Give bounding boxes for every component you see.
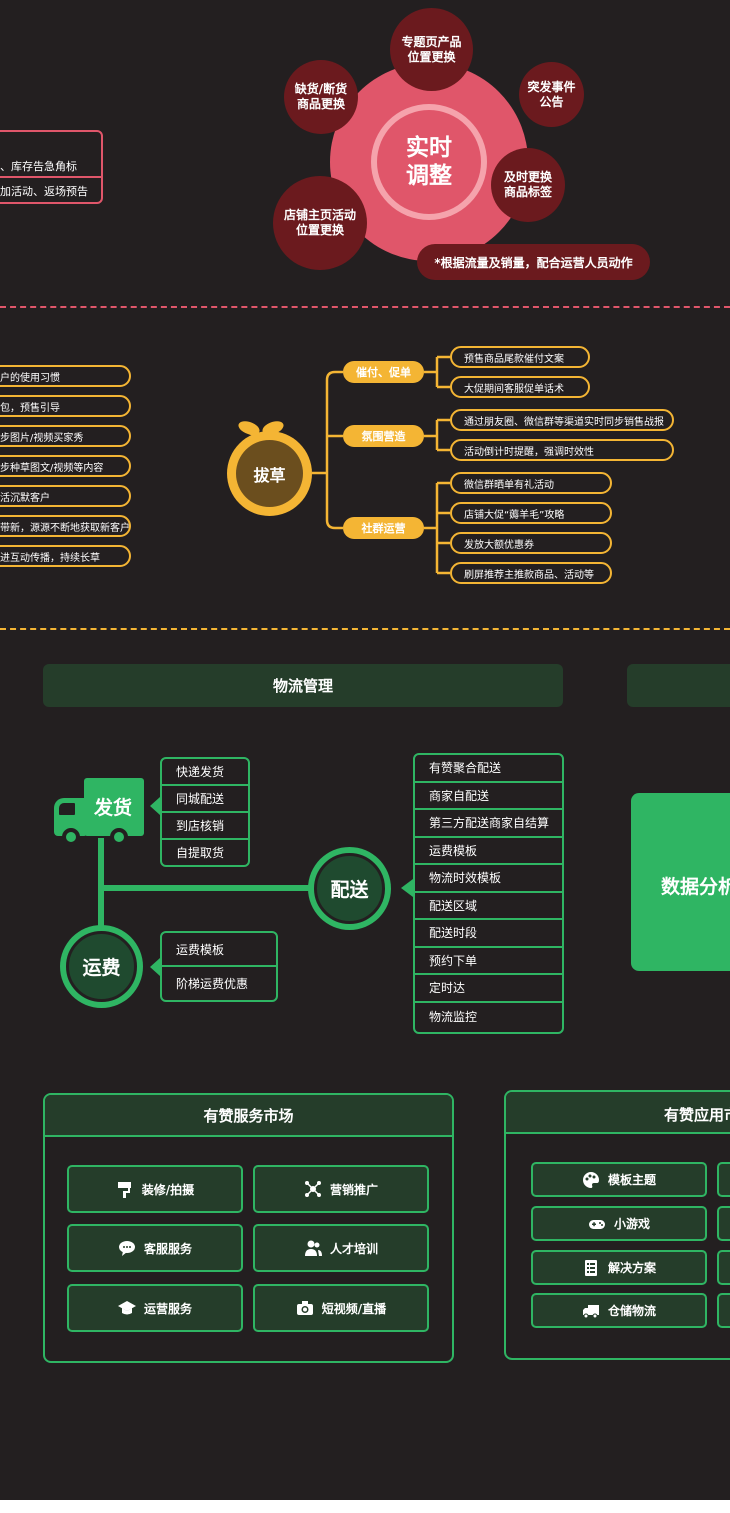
delivery-item: 预约下单 (415, 948, 562, 975)
fee-item: 运费模板 (162, 933, 276, 967)
realtime-note: *根据流量及销量，配合运营人员动作 (417, 244, 650, 280)
bubble-product-tags: 及时更换 商品标签 (491, 148, 565, 222)
service-market-panel: 有赞服务市场 (43, 1093, 454, 1363)
app-button-partial[interactable] (717, 1293, 730, 1328)
delivery-item: 配送区域 (415, 893, 562, 920)
graduation-cap-icon (117, 1299, 136, 1317)
delivery-item: 配送时段 (415, 920, 562, 948)
detail-pill: 通过朋友圈、微信群等渠道实时同步销售战报 (450, 409, 674, 431)
delivery-item: 定时达 (415, 975, 562, 1003)
delivery-item: 商家自配送 (415, 783, 562, 810)
network-icon (304, 1180, 322, 1198)
app-button-partial[interactable] (717, 1162, 730, 1197)
service-training-button[interactable]: 人才培训 (253, 1224, 429, 1272)
left-box-item: 、库存告急角标 (0, 160, 77, 173)
delivery-item: 物流监控 (429, 1009, 478, 1024)
detail-pill: 发放大额优惠券 (450, 532, 612, 554)
left-pill: 步图片/视频买家秀 (0, 425, 131, 447)
detail-pill: 活动倒计时提醒，强调时效性 (450, 439, 674, 461)
ship-label: 发货 (93, 796, 132, 819)
service-operation-button[interactable]: 运营服务 (67, 1284, 243, 1332)
palette-icon (582, 1171, 600, 1189)
category-pill: 社群运营 (343, 517, 424, 539)
category-pill: 氛围营造 (343, 425, 424, 447)
app-label: 解决方案 (607, 1261, 656, 1275)
fee-list: 运费模板 阶梯运费优惠 (160, 931, 278, 1002)
ship-item: 快递发货 (162, 759, 248, 786)
left-pill: 步种草图文/视频等内容 (0, 455, 131, 477)
divider-red (0, 306, 730, 308)
app-solution-button[interactable]: 解决方案 (531, 1250, 707, 1285)
delivery-label: 配送 (314, 853, 385, 924)
service-video-button[interactable]: 短视频/直播 (253, 1284, 429, 1332)
app-button-partial[interactable] (717, 1250, 730, 1285)
app-button-partial[interactable] (717, 1206, 730, 1241)
paint-roller-icon (116, 1180, 134, 1198)
list-icon (582, 1259, 600, 1277)
app-market-panel: 有赞应用市场 (504, 1090, 730, 1360)
bubble-store-home: 店铺主页活动 位置更换 (273, 176, 367, 270)
delivery-item: 物流时效模板 (415, 865, 562, 893)
camera-icon (296, 1299, 314, 1317)
app-label: 模板主题 (607, 1173, 656, 1187)
data-analysis-label: 数据分析 (661, 876, 730, 898)
delivery-list: 有赞聚合配送 商家自配送 第三方配送商家自结算 运费模板 物流时效模板 配送区域… (413, 753, 564, 1034)
next-section-header (627, 664, 730, 707)
detail-pill: 微信群晒单有礼活动 (450, 472, 612, 494)
bubble-topic-page: 专题页产品 位置更换 (390, 8, 473, 91)
detail-pill: 预售商品尾款催付文案 (450, 346, 590, 368)
service-market-title: 有赞服务市场 (45, 1095, 452, 1137)
bubble-out-of-stock: 缺货/断货 商品更换 (284, 60, 358, 134)
divider-yellow (0, 628, 730, 630)
left-pill: 带新，源源不断地获取新客户 (0, 515, 131, 537)
bottom-white-strip (0, 1500, 730, 1513)
left-pill: 进互动传播，持续长草 (0, 545, 131, 567)
left-box-divider (0, 176, 101, 178)
ship-item: 到店核销 (162, 813, 248, 840)
app-label: 小游戏 (613, 1217, 650, 1231)
realtime-center-label: 实时 调整 (377, 110, 481, 214)
delivery-item: 运费模板 (415, 838, 562, 865)
fee-item: 阶梯运费优惠 (176, 977, 249, 991)
ship-item: 自提取货 (176, 846, 225, 860)
app-label: 仓储物流 (607, 1304, 656, 1318)
truck-icon (582, 1302, 600, 1320)
service-marketing-button[interactable]: 营销推广 (253, 1165, 429, 1213)
app-logistics-button[interactable]: 仓储物流 (531, 1293, 707, 1328)
delivery-item: 第三方配送商家自结算 (415, 810, 562, 838)
ship-item: 同城配送 (162, 786, 248, 813)
chat-icon (118, 1239, 136, 1257)
left-pill: 包，预售引导 (0, 395, 131, 417)
left-feature-box (0, 130, 103, 204)
app-theme-button[interactable]: 模板主题 (531, 1162, 707, 1197)
people-icon (304, 1239, 322, 1257)
service-label: 客服服务 (143, 1241, 192, 1256)
app-market-title: 有赞应用市场 (664, 1106, 730, 1124)
service-label: 短视频/直播 (321, 1301, 387, 1316)
service-label: 人才培训 (329, 1241, 378, 1256)
service-label: 运营服务 (143, 1301, 192, 1316)
service-decoration-button[interactable]: 装修/拍摄 (67, 1165, 243, 1213)
truck-icon (54, 778, 144, 846)
delivery-item: 有赞聚合配送 (415, 755, 562, 783)
logistics-header: 物流管理 (43, 664, 563, 707)
service-label: 装修/拍摄 (141, 1182, 195, 1197)
gamepad-icon (588, 1215, 606, 1233)
detail-pill: 店铺大促“薅羊毛”攻略 (450, 502, 612, 524)
service-customer-button[interactable]: 客服服务 (67, 1224, 243, 1272)
category-pill: 催付、促单 (343, 361, 424, 383)
app-game-button[interactable]: 小游戏 (531, 1206, 707, 1241)
orange-fruit-center: 拔草 (236, 440, 303, 507)
data-analysis-card: 数据分析 (631, 793, 730, 971)
detail-pill: 大促期间客服促单话术 (450, 376, 590, 398)
bubble-emergency: 突发事件 公告 (519, 62, 584, 127)
left-box-item: 加活动、返场预告 (0, 185, 88, 198)
left-pill: 活沉默客户 (0, 485, 131, 507)
ship-list: 快递发货 同城配送 到店核销 自提取货 (160, 757, 250, 867)
service-label: 营销推广 (329, 1182, 378, 1197)
left-pill: 户的使用习惯 (0, 365, 131, 387)
detail-pill: 刷屏推荐主推款商品、活动等 (450, 562, 612, 584)
fee-label: 运费 (66, 931, 137, 1002)
